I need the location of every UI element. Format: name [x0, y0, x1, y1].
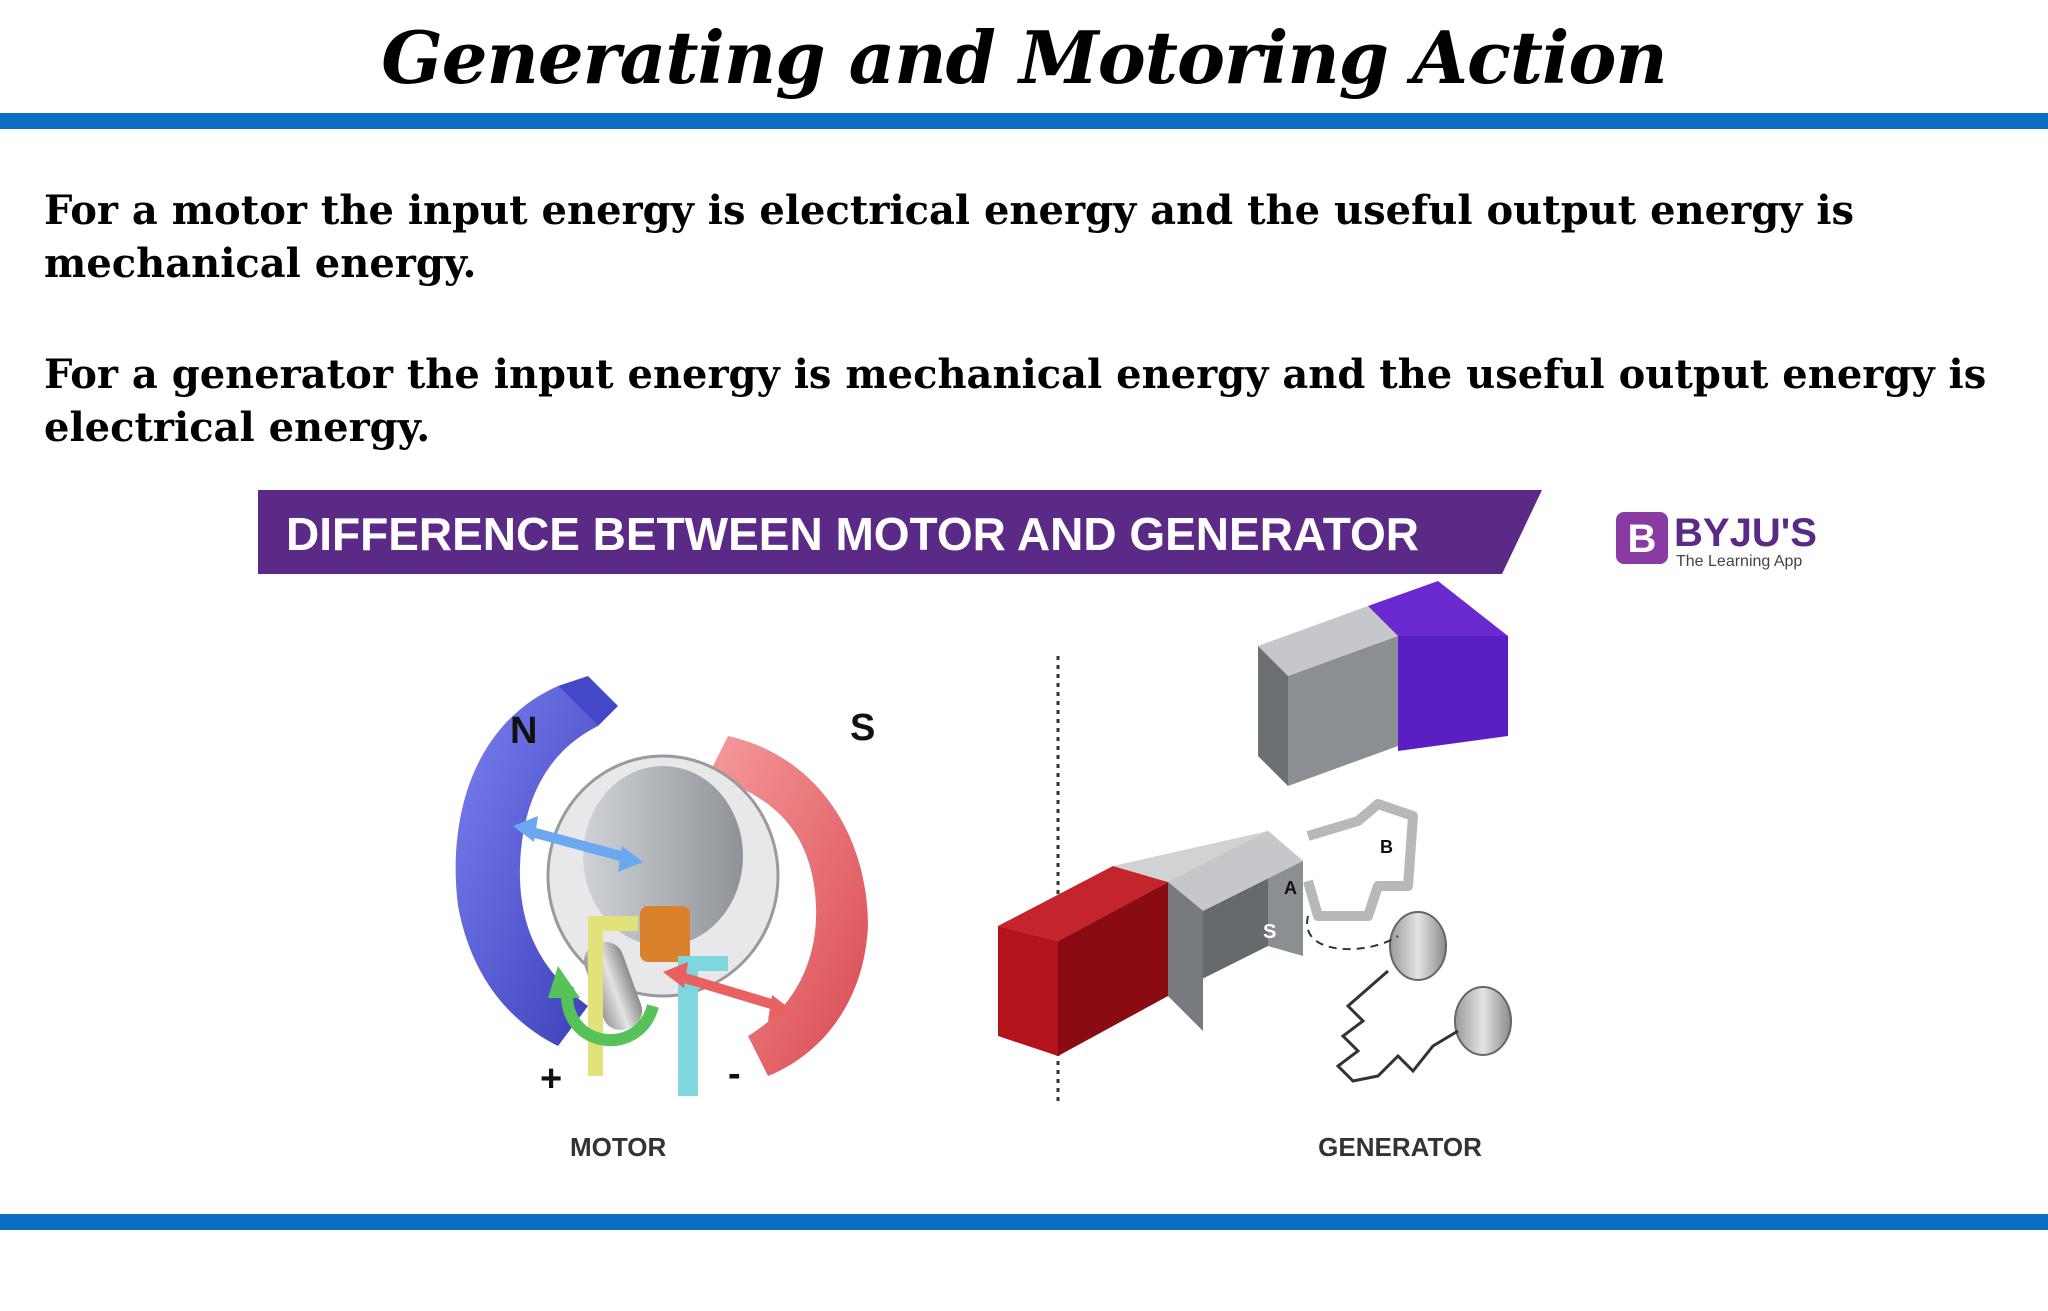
negative-lead [678, 956, 728, 1096]
logo-name: BYJU'S [1674, 511, 1817, 555]
generator-purple-top [1368, 581, 1508, 636]
force-arrow-south [676, 971, 780, 1011]
motor-generator-figure: DIFFERENCE BETWEEN MOTOR AND GENERATOR B… [258, 486, 1858, 1186]
generator-point-a: A [1284, 878, 1297, 898]
motor-plus-terminal: + [540, 1058, 562, 1100]
slip-ring-2 [1454, 986, 1512, 1056]
motor-south-label: S [850, 707, 875, 749]
slide-title: Generating and Motoring Action [381, 15, 1668, 100]
bottom-divider [0, 1214, 2048, 1230]
generator-caption: GENERATOR [1318, 1132, 1482, 1162]
byjus-logo: B BYJU'S The Learning App [1616, 511, 1817, 570]
logo-tagline: The Learning App [1676, 553, 1802, 570]
generator-paragraph: For a generator the input energy is mech… [44, 351, 1987, 451]
generator-south-label: S [1263, 921, 1276, 943]
generator-red-side [1058, 882, 1168, 1056]
motor-paragraph: For a motor the input energy is electric… [44, 187, 1855, 287]
commutator [640, 906, 690, 962]
generator-purple-front [1398, 636, 1508, 751]
south-pole-piece [708, 736, 868, 1076]
force-arrow-north [526, 826, 630, 863]
slip-ring-1 [1389, 911, 1447, 981]
banner-text: DIFFERENCE BETWEEN MOTOR AND GENERATOR [286, 508, 1419, 560]
logo-badge [1616, 512, 1668, 564]
motor-north-label: N [510, 710, 537, 752]
rotation-arrow [561, 985, 659, 1046]
generator-red-front [998, 926, 1058, 1056]
generator-point-b: B [1380, 837, 1393, 857]
generator-north-grey [1288, 636, 1398, 786]
field-line [1306, 915, 1399, 951]
top-divider [0, 113, 2048, 129]
banner: DIFFERENCE BETWEEN MOTOR AND GENERATOR [258, 490, 1542, 574]
motor-caption: MOTOR [570, 1132, 667, 1162]
motor-minus-terminal: - [728, 1053, 741, 1095]
banner-shape [258, 490, 1542, 574]
logo-letter: B [1628, 517, 1657, 561]
generator-diagram: S N A B GENERATOR [998, 581, 1512, 1162]
generator-north-label: N [1343, 794, 1357, 816]
figure-svg: DIFFERENCE BETWEEN MOTOR AND GENERATOR B… [258, 490, 1817, 1162]
external-resistor [1335, 969, 1459, 1083]
motor-diagram: N S + - MOTOR [455, 676, 875, 1162]
generator-red-top [998, 866, 1168, 941]
armature-coil [1303, 799, 1418, 921]
north-pole-piece [455, 686, 598, 1046]
